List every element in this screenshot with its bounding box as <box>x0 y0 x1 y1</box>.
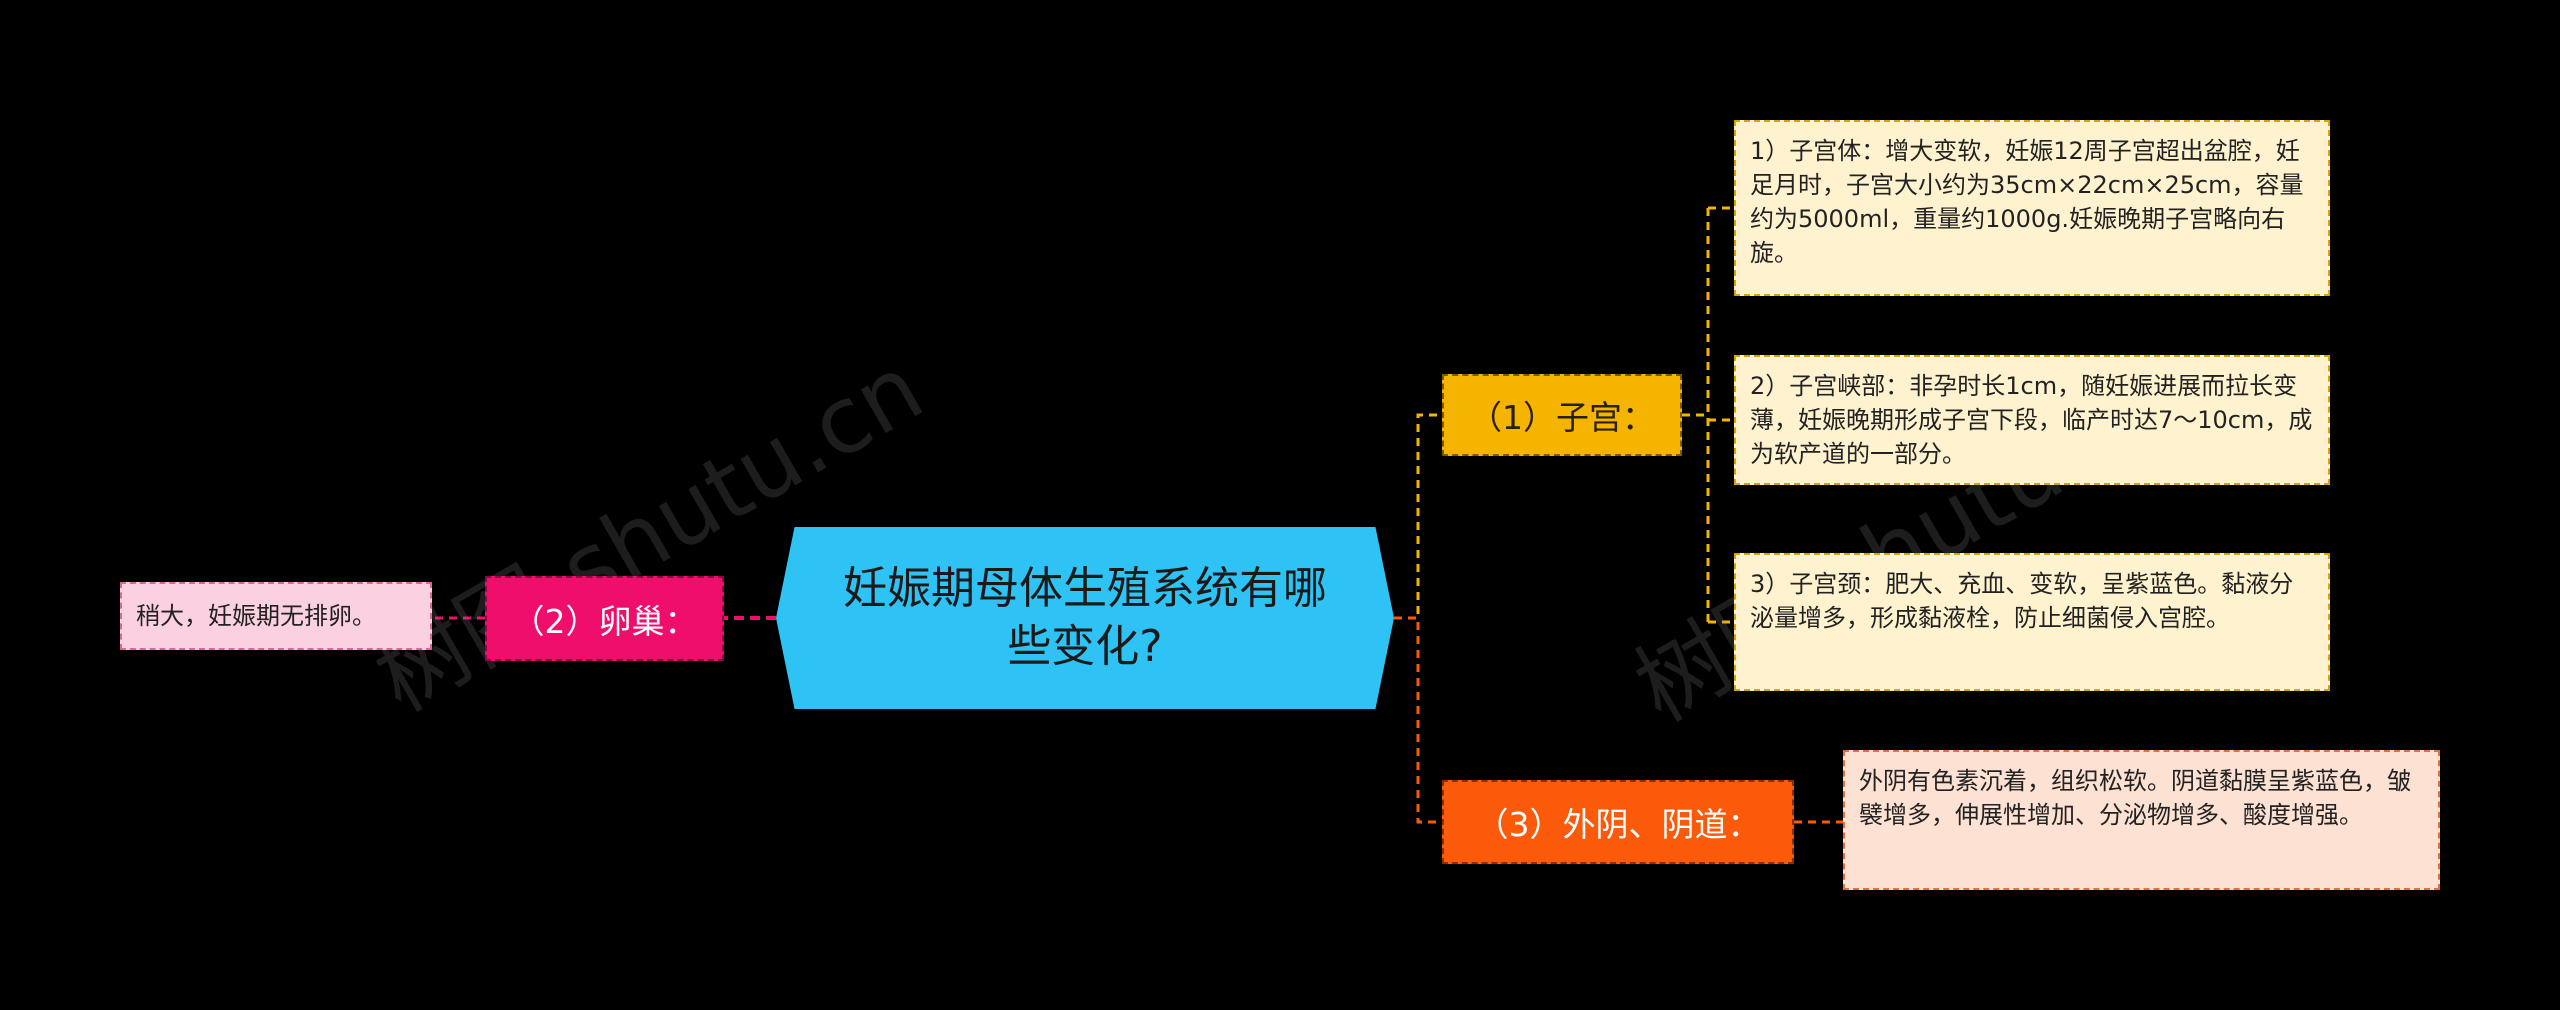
leaf-ovary-detail[interactable]: 稍大，妊娠期无排卵。 <box>120 582 432 650</box>
leaf-uterus-isthmus-text: 2）子宫峡部：非孕时长1cm，随妊娠进展而拉长变薄，妊娠晚期形成子宫下段，临产时… <box>1750 372 2313 468</box>
connector-uterus-leaves <box>1682 206 1734 624</box>
leaf-uterus-body-text: 1）子宫体：增大变软，妊娠12周子宫超出盆腔，妊足月时，子宫大小约为35cm×2… <box>1750 137 2304 267</box>
root-topic-label: 妊娠期母体生殖系统有哪些变化? <box>843 563 1327 672</box>
leaf-vulva-detail-text: 外阴有色素沉着，组织松软。阴道黏膜呈紫蓝色，皱襞增多，伸展性增加、分泌物增多、酸… <box>1859 767 2411 829</box>
connector-root-vulva <box>1394 616 1442 824</box>
leaf-uterus-cervix[interactable]: 3）子宫颈：肥大、充血、变软，呈紫蓝色。黏液分泌量增多，形成黏液栓，防止细菌侵入… <box>1734 553 2330 691</box>
root-topic[interactable]: 妊娠期母体生殖系统有哪些变化? <box>776 527 1394 709</box>
branch-uterus[interactable]: （1）子宫： <box>1442 374 1682 456</box>
leaf-ovary-detail-text: 稍大，妊娠期无排卵。 <box>136 602 376 630</box>
leaf-uterus-cervix-text: 3）子宫颈：肥大、充血、变软，呈紫蓝色。黏液分泌量增多，形成黏液栓，防止细菌侵入… <box>1750 570 2294 632</box>
branch-ovary-label: （2）卵巢： <box>511 601 698 641</box>
leaf-uterus-isthmus[interactable]: 2）子宫峡部：非孕时长1cm，随妊娠进展而拉长变薄，妊娠晚期形成子宫下段，临产时… <box>1734 355 2330 485</box>
branch-vulva-vagina[interactable]: （3）外阴、阴道： <box>1442 780 1794 864</box>
branch-ovary[interactable]: （2）卵巢： <box>485 576 724 661</box>
branch-uterus-label: （1）子宫： <box>1469 398 1655 437</box>
leaf-uterus-body[interactable]: 1）子宫体：增大变软，妊娠12周子宫超出盆腔，妊足月时，子宫大小约为35cm×2… <box>1734 120 2330 296</box>
connector-root-uterus <box>1394 413 1442 620</box>
branch-vulva-label: （3）外阴、阴道： <box>1475 805 1761 844</box>
leaf-vulva-detail[interactable]: 外阴有色素沉着，组织松软。阴道黏膜呈紫蓝色，皱襞增多，伸展性增加、分泌物增多、酸… <box>1843 750 2440 890</box>
